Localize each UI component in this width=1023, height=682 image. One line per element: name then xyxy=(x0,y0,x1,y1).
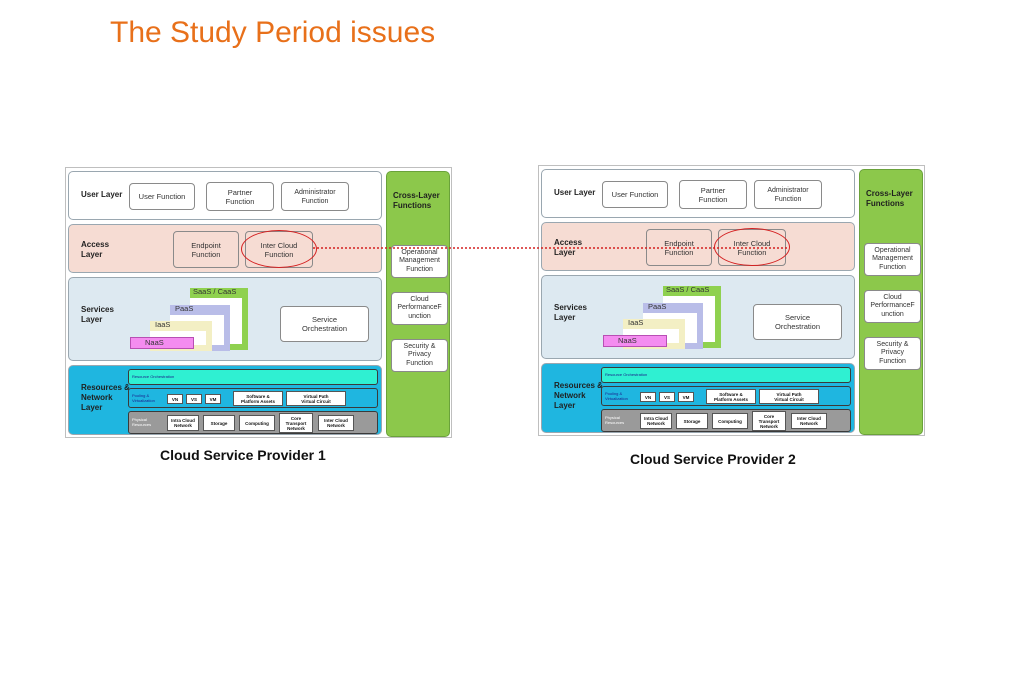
operational-management-box: Operational Management Function xyxy=(391,245,448,278)
vs-chip: VS xyxy=(659,392,675,402)
resources-layer: Resources & Network Layer Resource Orche… xyxy=(541,363,855,433)
virtual-path-chip: Virtual Path Virtual Circuit xyxy=(286,391,346,406)
vm-chip: VM xyxy=(678,392,694,402)
provider-2-diagram: User Layer User Function Partner Functio… xyxy=(538,165,925,436)
cross-layer-title: Cross-Layer Functions xyxy=(866,189,913,208)
paas-label: PaaS xyxy=(175,304,194,313)
administrator-function-box: Administrator Function xyxy=(281,182,349,211)
services-layer-label: Services Layer xyxy=(81,305,114,324)
iaas-label: IaaS xyxy=(155,320,171,329)
services-layer-label: Services Layer xyxy=(554,303,587,322)
iaas-label: IaaS xyxy=(628,318,644,327)
vs-chip: VS xyxy=(186,394,202,404)
services-layer: Services Layer SaaS / CaaS PaaS IaaS Naa… xyxy=(68,277,382,361)
cloud-performance-box: Cloud PerformanceF unction xyxy=(391,292,448,325)
inter-cloud-network-chip: Inter Cloud Network xyxy=(791,413,827,429)
storage-chip: Storage xyxy=(203,415,235,431)
physical-resources-bar: Physical Resources Intra Cloud Network S… xyxy=(601,409,851,432)
access-layer-label: Access Layer xyxy=(81,240,110,259)
access-layer-label: Access Layer xyxy=(554,238,583,257)
resources-layer: Resources & Network Layer Resource Orche… xyxy=(68,365,382,435)
cross-layer-title: Cross-Layer Functions xyxy=(393,191,440,210)
virtual-path-chip: Virtual Path Virtual Circuit xyxy=(759,389,819,404)
saas-label: SaaS / CaaS xyxy=(193,287,237,296)
resource-orchestration-bar: Resource Orchestration xyxy=(601,367,851,383)
physical-resources-bar: Physical Resources Intra Cloud Network S… xyxy=(128,411,378,434)
core-transport-network-chip: Core Transport Network xyxy=(279,413,313,433)
access-layer: Access Layer Endpoint Function Inter Clo… xyxy=(68,224,382,273)
pooling-label: Pooling & Virtualization xyxy=(605,391,628,401)
slide-title: The Study Period issues xyxy=(110,16,436,49)
intra-cloud-network-chip: Intra Cloud Network xyxy=(167,415,199,431)
storage-chip: Storage xyxy=(676,413,708,429)
saas-label: SaaS / CaaS xyxy=(666,285,710,294)
services-layer: Services Layer SaaS / CaaS PaaS IaaS Naa… xyxy=(541,275,855,359)
vn-chip: VN xyxy=(640,392,656,402)
inter-cloud-highlight-ring xyxy=(241,230,317,268)
user-function-box: User Function xyxy=(129,183,195,210)
security-privacy-box: Security & Privacy Function xyxy=(864,337,921,370)
user-layer: User Layer User Function Partner Functio… xyxy=(68,171,382,220)
security-privacy-box: Security & Privacy Function xyxy=(391,339,448,372)
naas-block: NaaS xyxy=(603,335,667,347)
naas-block: NaaS xyxy=(130,337,194,349)
paas-label: PaaS xyxy=(648,302,667,311)
service-orchestration-box: Service Orchestration xyxy=(280,306,369,342)
pooling-bar: Pooling & Virtualization VN VS VM Softwa… xyxy=(128,388,378,408)
resource-orchestration-label: Resource Orchestration xyxy=(605,372,648,377)
user-layer-label: User Layer xyxy=(554,188,596,197)
cross-layer-panel: Cross-Layer Functions Operational Manage… xyxy=(859,169,923,435)
endpoint-function-box: Endpoint Function xyxy=(173,231,239,268)
resource-orchestration-label: Resource Orchestration xyxy=(132,374,175,379)
user-layer-label: User Layer xyxy=(81,190,123,199)
partner-function-box: Partner Function xyxy=(206,182,274,211)
user-layer: User Layer User Function Partner Functio… xyxy=(541,169,855,218)
software-assets-chip: Software & Platform Assets xyxy=(706,389,756,404)
vn-chip: VN xyxy=(167,394,183,404)
provider-1-caption: Cloud Service Provider 1 xyxy=(160,447,326,463)
access-layer: Access Layer Endpoint Function Inter Clo… xyxy=(541,222,855,271)
resource-orchestration-bar: Resource Orchestration xyxy=(128,369,378,385)
resources-layer-label: Resources & Network Layer xyxy=(554,381,603,410)
pooling-bar: Pooling & Virtualization VN VS VM Softwa… xyxy=(601,386,851,406)
computing-chip: Computing xyxy=(239,415,275,431)
service-orchestration-box: Service Orchestration xyxy=(753,304,842,340)
provider-1-diagram: User Layer User Function Partner Functio… xyxy=(65,167,452,438)
vm-chip: VM xyxy=(205,394,221,404)
inter-cloud-network-chip: Inter Cloud Network xyxy=(318,415,354,431)
inter-cloud-highlight-ring xyxy=(714,228,790,266)
pooling-label: Pooling & Virtualization xyxy=(132,393,155,403)
resources-layer-label: Resources & Network Layer xyxy=(81,383,130,412)
core-transport-network-chip: Core Transport Network xyxy=(752,411,786,431)
intra-cloud-network-chip: Intra Cloud Network xyxy=(640,413,672,429)
physical-resources-label: Physical Resources xyxy=(605,415,625,425)
computing-chip: Computing xyxy=(712,413,748,429)
provider-2-caption: Cloud Service Provider 2 xyxy=(630,451,796,467)
user-function-box: User Function xyxy=(602,181,668,208)
cross-layer-panel: Cross-Layer Functions Operational Manage… xyxy=(386,171,450,437)
cloud-performance-box: Cloud PerformanceF unction xyxy=(864,290,921,323)
administrator-function-box: Administrator Function xyxy=(754,180,822,209)
software-assets-chip: Software & Platform Assets xyxy=(233,391,283,406)
physical-resources-label: Physical Resources xyxy=(132,417,152,427)
partner-function-box: Partner Function xyxy=(679,180,747,209)
operational-management-box: Operational Management Function xyxy=(864,243,921,276)
